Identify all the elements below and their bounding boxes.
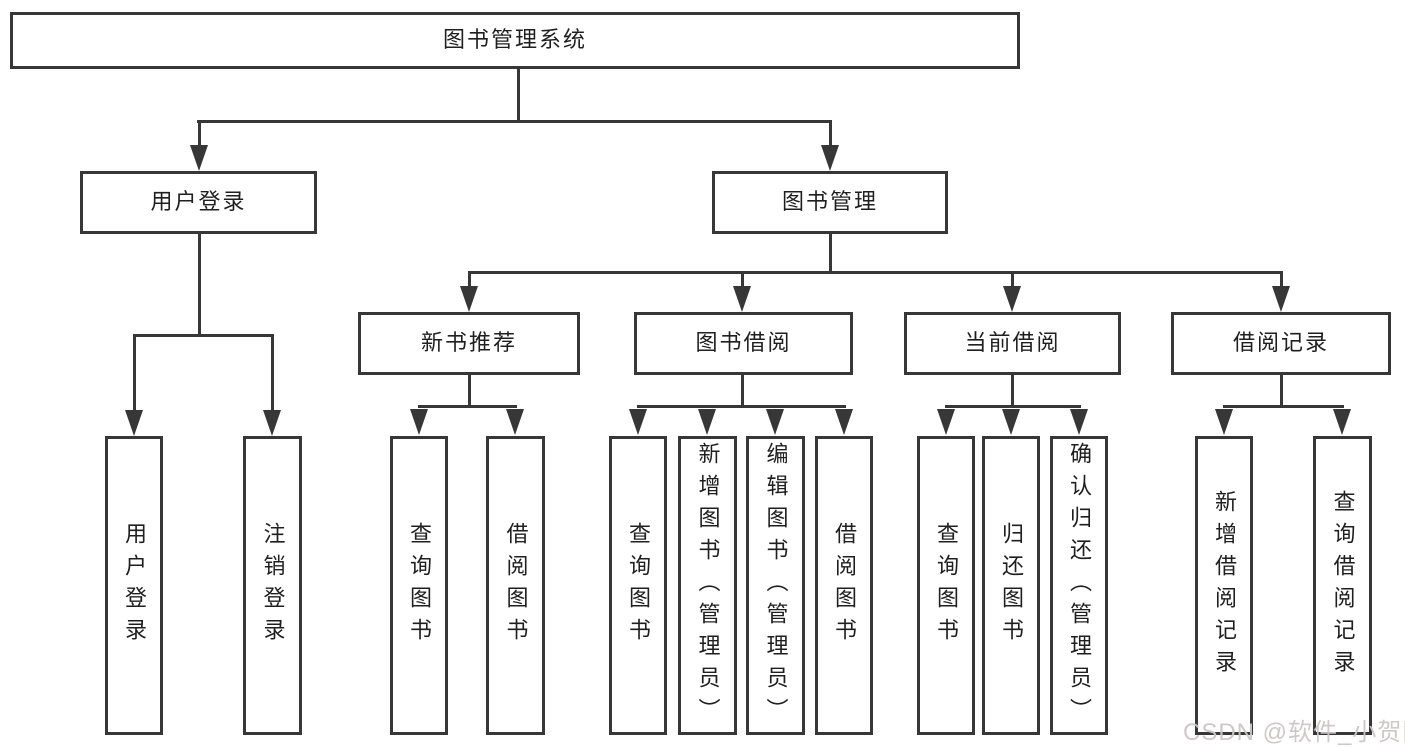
arrow-down-icon — [629, 409, 647, 435]
connector-line — [829, 120, 832, 147]
leaf-rec-borrow-books-label: 借阅图书 — [503, 521, 529, 650]
arrow-down-icon — [937, 409, 955, 435]
connector-line — [1280, 271, 1283, 288]
node-root-label: 图书管理系统 — [442, 27, 587, 53]
arrow-down-icon — [1272, 286, 1290, 312]
connector-line — [133, 334, 274, 337]
connector-line — [1011, 375, 1014, 408]
connector-line — [741, 271, 744, 288]
node-book-borrow-label: 图书借阅 — [695, 330, 792, 356]
node-borrow-records: 借阅记录 — [1171, 312, 1391, 375]
arrow-down-icon — [410, 409, 428, 435]
leaf-add-books-admin-label: 新增图书（管理员） — [695, 441, 721, 730]
arrow-down-icon — [1070, 409, 1088, 435]
arrow-down-icon — [766, 409, 784, 435]
connector-line — [468, 271, 471, 288]
node-current-borrow: 当前借阅 — [904, 312, 1121, 375]
leaf-logout-label: 注销登录 — [260, 521, 286, 650]
arrow-down-icon — [1002, 409, 1020, 435]
leaf-rec-query-books: 查询图书 — [390, 436, 448, 735]
arrow-down-icon — [821, 145, 839, 171]
arrow-down-icon — [835, 409, 853, 435]
arrow-down-icon — [1215, 409, 1233, 435]
leaf-return-books: 归还图书 — [982, 436, 1040, 735]
node-book-management-label: 图书管理 — [781, 189, 878, 215]
node-user-login-label: 用户登录 — [150, 189, 247, 215]
connector-line — [517, 68, 520, 121]
connector-line — [945, 405, 1081, 408]
arrow-down-icon — [263, 410, 281, 436]
leaf-return-books-label: 归还图书 — [999, 521, 1024, 650]
arrow-down-icon — [1333, 409, 1351, 435]
arrow-down-icon — [506, 409, 524, 435]
node-new-book-recommend-label: 新书推荐 — [420, 330, 517, 356]
leaf-borrow-books: 借阅图书 — [815, 436, 873, 735]
leaf-query-borrow-record-label: 查询借阅记录 — [1330, 489, 1356, 682]
connector-line — [741, 375, 744, 408]
arrow-down-icon — [1003, 286, 1021, 312]
leaf-user-login-label: 用户登录 — [122, 521, 147, 650]
connector-line — [637, 405, 846, 408]
node-book-borrow: 图书借阅 — [634, 312, 853, 375]
watermark: CSDN @软件_小贺同学 — [1183, 719, 1405, 746]
leaf-confirm-return-admin: 确认归还（管理员） — [1050, 436, 1108, 735]
connector-line — [829, 234, 832, 274]
node-borrow-records-label: 借阅记录 — [1232, 330, 1329, 356]
leaf-confirm-return-admin-label: 确认归还（管理员） — [1067, 441, 1092, 730]
arrow-down-icon — [698, 409, 716, 435]
leaf-user-login: 用户登录 — [105, 436, 163, 735]
node-book-management: 图书管理 — [712, 171, 948, 234]
connector-line — [1280, 375, 1283, 408]
leaf-add-borrow-record: 新增借阅记录 — [1195, 436, 1253, 735]
connector-line — [468, 271, 1283, 274]
arrow-down-icon — [733, 286, 751, 312]
arrow-down-icon — [125, 410, 143, 436]
leaf-rec-borrow-books: 借阅图书 — [486, 436, 545, 735]
leaf-rec-query-books-label: 查询图书 — [407, 521, 432, 650]
node-root: 图书管理系统 — [10, 12, 1020, 69]
connector-line — [418, 405, 517, 408]
leaf-logout: 注销登录 — [243, 436, 302, 735]
leaf-borrow-query-books-label: 查询图书 — [626, 521, 651, 650]
leaf-borrow-books-label: 借阅图书 — [832, 521, 857, 650]
connector-line — [197, 120, 832, 123]
connector-line — [198, 234, 201, 337]
connector-line — [198, 120, 201, 147]
arrow-down-icon — [190, 145, 208, 171]
leaf-edit-books-admin-label: 编辑图书（管理员） — [763, 441, 789, 730]
node-current-borrow-label: 当前借阅 — [964, 330, 1061, 356]
leaf-current-query-books: 查询图书 — [917, 436, 975, 735]
leaf-query-borrow-record: 查询借阅记录 — [1313, 436, 1372, 735]
connector-line — [468, 375, 471, 408]
arrow-down-icon — [460, 286, 478, 312]
connector-line — [271, 334, 274, 412]
node-user-login: 用户登录 — [80, 171, 317, 234]
leaf-borrow-query-books: 查询图书 — [609, 436, 667, 735]
connector-line — [133, 334, 136, 412]
leaf-add-borrow-record-label: 新增借阅记录 — [1212, 489, 1237, 682]
connector-line — [1223, 405, 1344, 408]
connector-line — [1011, 271, 1014, 288]
leaf-add-books-admin: 新增图书（管理员） — [678, 436, 737, 735]
leaf-current-query-books-label: 查询图书 — [934, 521, 959, 650]
leaf-edit-books-admin: 编辑图书（管理员） — [746, 436, 805, 735]
node-new-book-recommend: 新书推荐 — [358, 312, 580, 375]
